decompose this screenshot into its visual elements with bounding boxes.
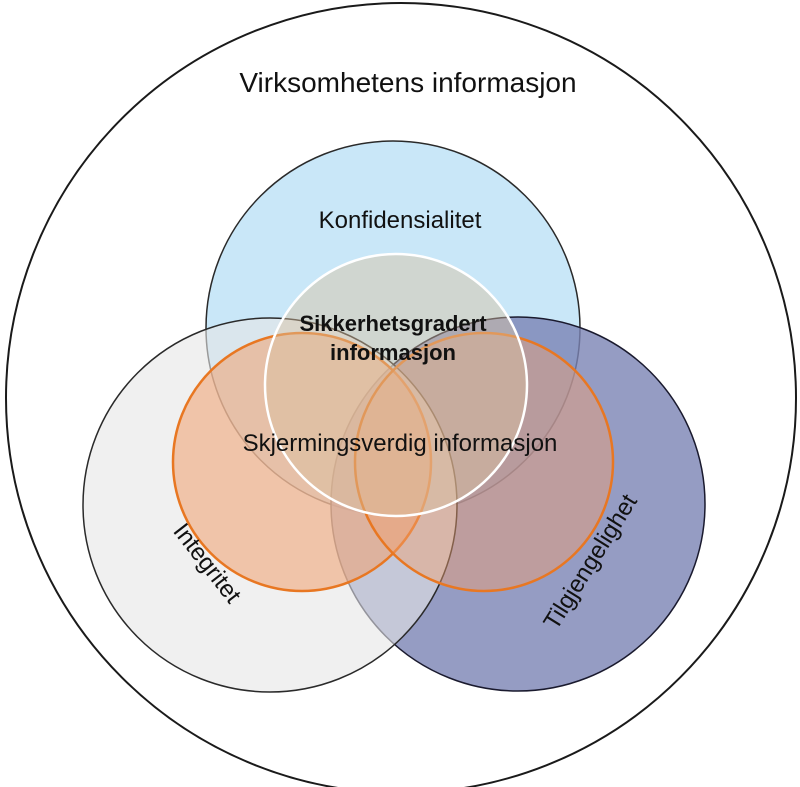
classified-information-circle: [263, 252, 529, 518]
confidentiality-label: Konfidensialitet: [319, 207, 482, 234]
protected-information-label: Skjermingsverdig informasjon: [243, 430, 558, 457]
classified-information-label-line2: informasjon: [330, 340, 456, 365]
protected-information-circle-left: [171, 331, 433, 593]
outer-information-label: Virksomhetens informasjon: [239, 67, 576, 98]
protected-information-circle-right: [353, 331, 615, 593]
classified-information-label-line1: Sikkerhetsgradert: [299, 311, 487, 336]
